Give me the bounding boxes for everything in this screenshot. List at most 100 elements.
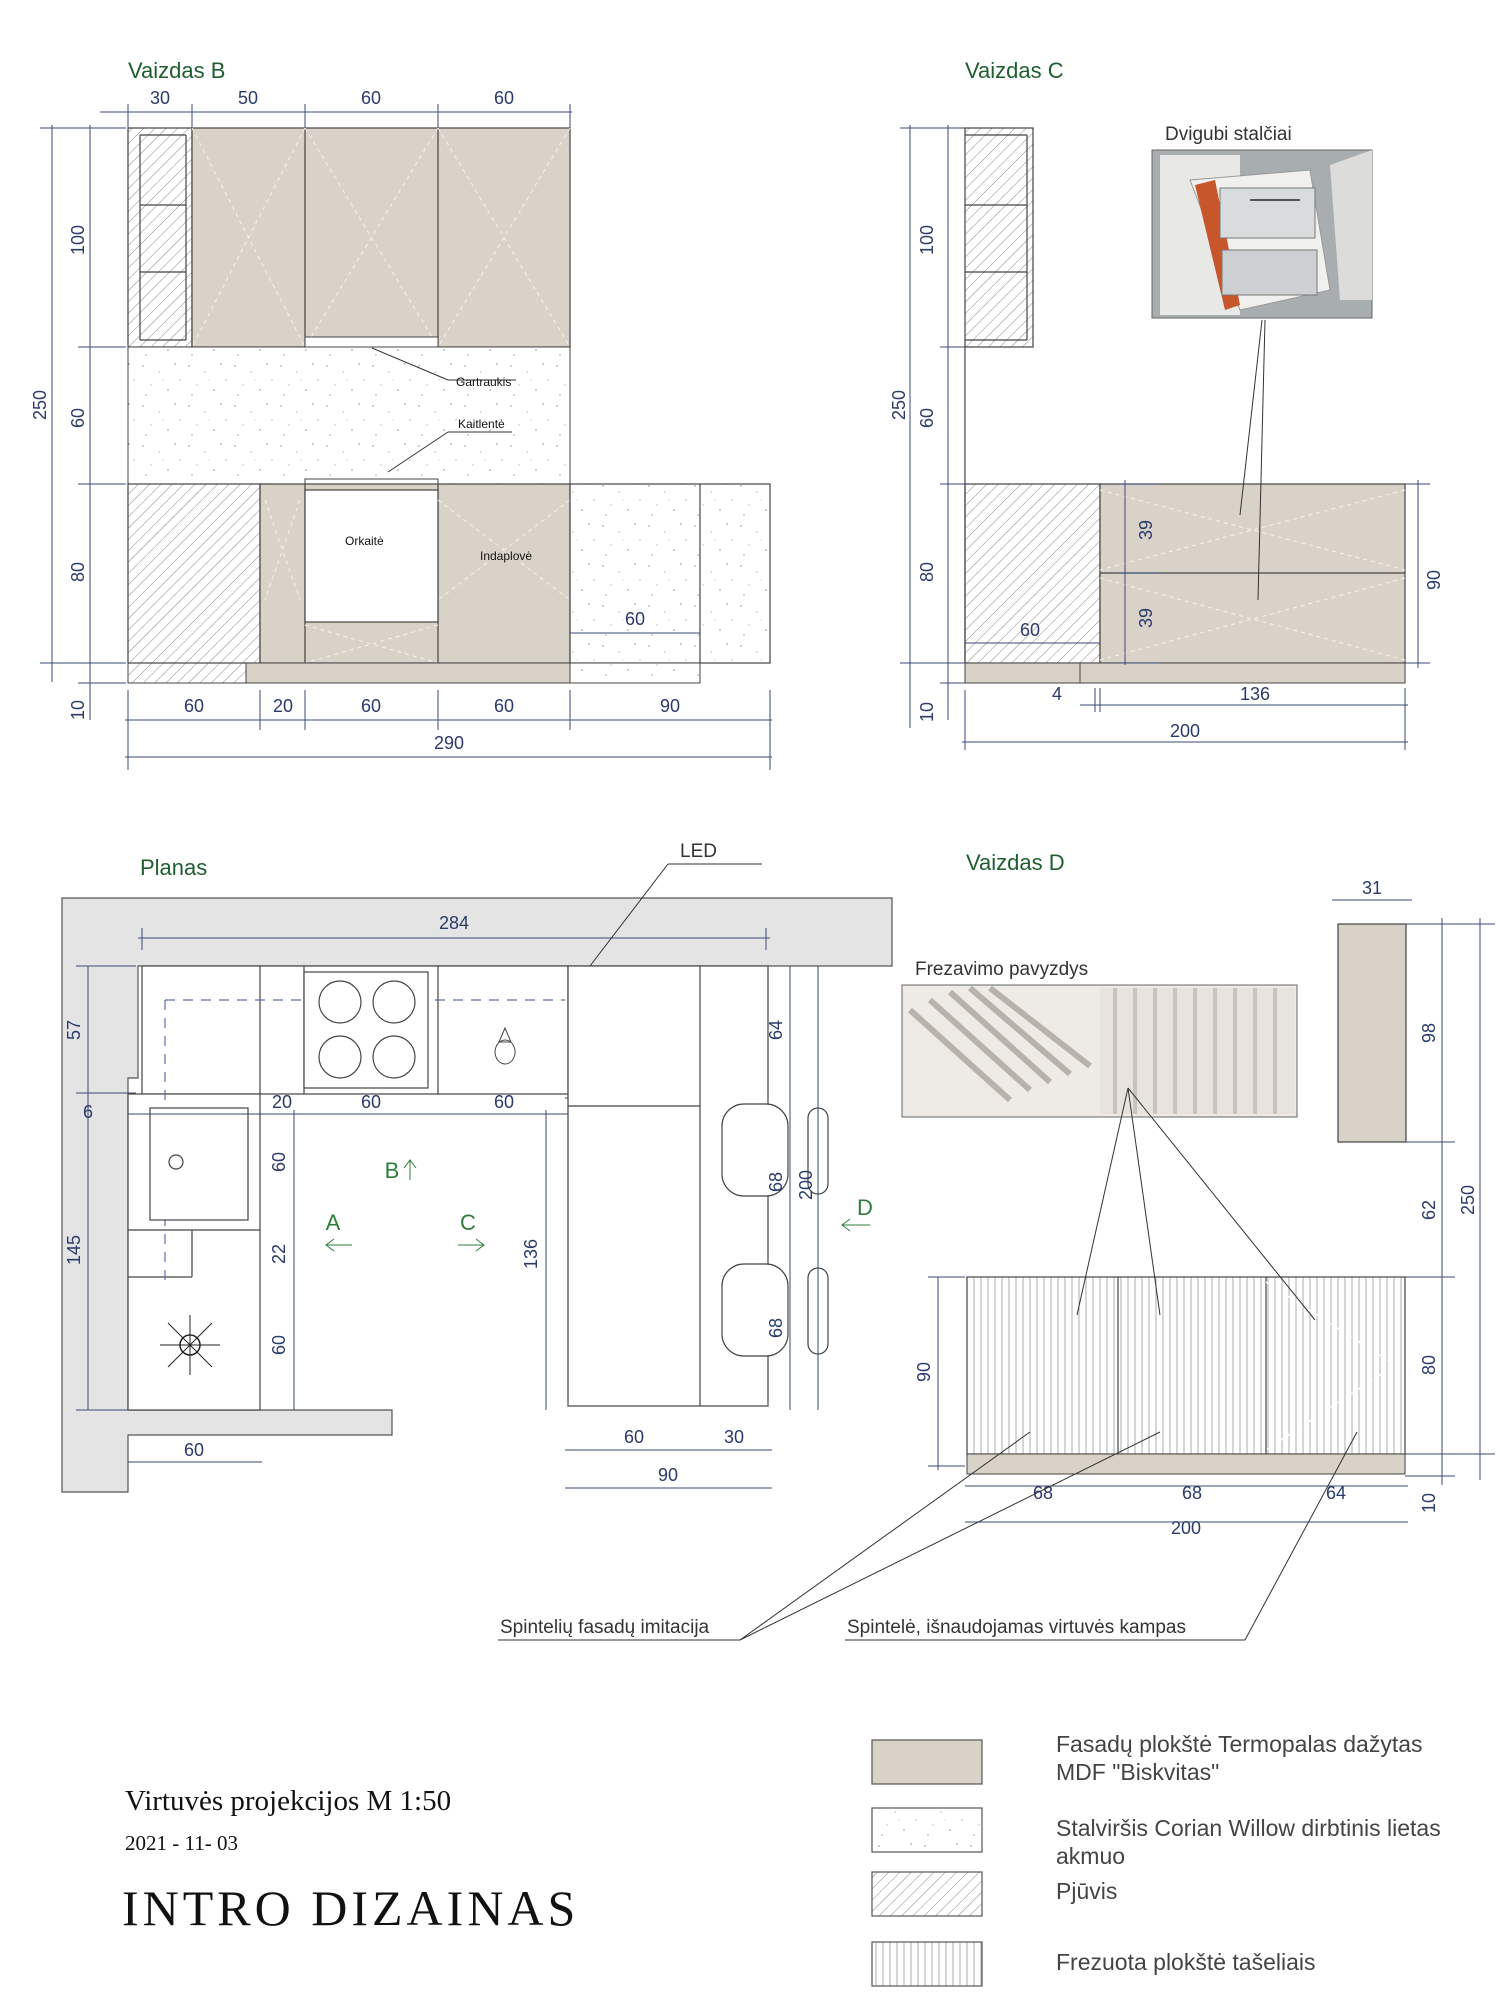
plan-dim-seat-total: 200 — [796, 1170, 816, 1200]
plan-tap-icon — [494, 1026, 516, 1065]
view-c-dim-bottom-1: 4 — [1052, 684, 1062, 704]
view-b-dim-bottom-4: 60 — [494, 696, 514, 716]
legend-slats-line-1: Frezuota plokštė tašeliais — [1056, 1949, 1316, 1975]
view-c-dim-width: 200 — [1170, 721, 1200, 741]
legend-swatch-slats — [871, 1941, 983, 1987]
plan-dim-bottom-left: 60 — [184, 1440, 204, 1460]
view-b-dim-top-3: 60 — [361, 88, 381, 108]
plan-dim-seat-1: 64 — [766, 1020, 786, 1040]
plan-dim-row-3: 60 — [494, 1092, 514, 1112]
view-b-dim-bottom-3: 60 — [361, 696, 381, 716]
view-c-dim-drawer-1: 39 — [1136, 520, 1156, 540]
legend-facade-line-2: MDF "Biskvitas" — [1056, 1759, 1219, 1785]
view-c-dim-drawer-2: 39 — [1136, 608, 1156, 628]
view-d-dim-height: 250 — [1458, 1185, 1478, 1215]
view-b-backsplash — [127, 346, 571, 485]
view-b-dim-bottom-2: 20 — [273, 696, 293, 716]
drawing-title: Virtuvės projekcijos M 1:50 — [125, 1785, 451, 1817]
view-d-dim-right-1: 98 — [1419, 1023, 1439, 1043]
plan-dim-col-1: 60 — [269, 1152, 289, 1172]
plan-view-markers: A B C D — [325, 1158, 873, 1252]
view-d-base-cabinets — [966, 1087, 1406, 1475]
marker-b: B — [385, 1158, 400, 1183]
view-d-tall-panel — [1337, 923, 1407, 1143]
plan-bottom-dimensions: 60 60 30 90 — [128, 1427, 772, 1489]
legend-facade-line-1: Fasadų plokštė Termopalas dažytas — [1056, 1731, 1423, 1757]
plan-dim-bottom-1: 60 — [624, 1427, 644, 1447]
view-c-dim-side-4: 10 — [917, 702, 937, 722]
view-b-oven — [304, 489, 439, 623]
view-b: Vaizdas B 30 50 60 60 250 100 60 8 — [30, 58, 772, 770]
plan-row-dimensions: 20 60 60 4 60 22 60 — [128, 1046, 605, 1410]
view-c-upper-shelf — [964, 127, 1034, 348]
legend-swatch-facade — [871, 1739, 983, 1785]
view-b-dim-height: 250 — [30, 390, 50, 420]
view-b-side-dimensions: 250 100 60 80 10 — [30, 125, 126, 720]
plan-dim-seat-2: 68 — [766, 1172, 786, 1192]
plan-dim-col-3: 60 — [269, 1335, 289, 1355]
marker-c: C — [460, 1210, 476, 1235]
plan-dim-col-2: 22 — [269, 1244, 289, 1264]
plan-dim-island: 136 — [521, 1239, 541, 1269]
view-c-title: Vaizdas C — [965, 58, 1064, 83]
legend-swatch-section — [871, 1871, 983, 1917]
view-c-side-dimensions: 250 100 60 80 10 — [889, 125, 965, 728]
view-d: Vaizdas D Frezavimo pavyzdys 31 — [901, 850, 1495, 1538]
plan-dim-bottom-2: 30 — [724, 1427, 744, 1447]
view-c: Vaizdas C Dvigubi stalčiai 250 100 60 80 — [889, 58, 1444, 750]
view-d-dim-bottom-3: 64 — [1326, 1483, 1346, 1503]
plan-led-label: LED — [680, 841, 717, 862]
view-d-right-dimensions: 98 62 80 10 250 — [1405, 918, 1495, 1513]
view-b-labels: Gartraukis Kaitlentė Orkaitė Indaplovė — [345, 347, 532, 563]
legend-stone-line-1: Stalviršis Corian Willow dirbtinis lieta… — [1056, 1815, 1441, 1841]
view-b-dim-inner: 60 — [625, 609, 645, 629]
plan-sink — [149, 1107, 249, 1221]
view-b-dim-side-1: 100 — [68, 225, 88, 255]
view-b-label-oven: Orkaitė — [345, 534, 384, 548]
view-d-bottom-dimensions: 68 68 64 200 — [965, 1483, 1408, 1538]
view-b-dim-side-2: 60 — [68, 408, 88, 428]
view-b-label-hob: Kaitlentė — [458, 417, 505, 431]
plan-dim-top: 284 — [439, 913, 469, 933]
view-d-dim-left: 90 — [914, 1362, 934, 1382]
plan-left-dimensions: 57 6 145 — [64, 965, 136, 1411]
plan-dim-seat-3: 68 — [766, 1318, 786, 1338]
legend: Fasadų plokštė Termopalas dažytas MDF "B… — [871, 1731, 1441, 1987]
view-d-dim-width: 200 — [1171, 1518, 1201, 1538]
view-b-bottom-dimensions: 60 20 60 60 90 290 — [125, 690, 772, 770]
view-d-dim-right-3: 80 — [1419, 1355, 1439, 1375]
legend-stone-line-2: akmuo — [1056, 1843, 1125, 1869]
view-d-dim-right-2: 62 — [1419, 1200, 1439, 1220]
legend-swatch-stone — [871, 1807, 983, 1853]
view-b-label-dishwasher: Indaplovė — [480, 549, 532, 563]
marker-a: A — [326, 1210, 341, 1235]
view-d-photo-caption: Frezavimo pavyzdys — [915, 959, 1088, 980]
view-b-dim-width: 290 — [434, 733, 464, 753]
view-b-label-hood: Gartraukis — [456, 375, 511, 389]
view-c-dim-height: 250 — [889, 390, 909, 420]
view-b-dim-side-4: 10 — [68, 700, 88, 720]
view-c-dim-side-2: 60 — [917, 408, 937, 428]
view-b-dim-top-4: 60 — [494, 88, 514, 108]
callout-notes: Spintelių fasadų imitacija Spintelė, išn… — [498, 1431, 1358, 1641]
note-corner-cabinet: Spintelė, išnaudojamas virtuvės kampas — [847, 1617, 1186, 1638]
view-c-base: 60 — [964, 319, 1406, 684]
plan-view: Planas 284 LED 57 6 145 — [61, 841, 893, 1493]
drawing-date: 2021 - 11- 03 — [125, 1831, 238, 1855]
view-b-top-dimensions: 30 50 60 60 — [100, 88, 572, 130]
view-c-dim-side-3: 80 — [917, 562, 937, 582]
view-c-dim-inner: 60 — [1020, 620, 1040, 640]
plan-dim-left-2: 6 — [83, 1102, 93, 1122]
view-b-dim-side-3: 80 — [68, 562, 88, 582]
view-b-dim-bottom-5: 90 — [660, 696, 680, 716]
view-c-dim-bottom-2: 136 — [1240, 684, 1270, 704]
title-block: Virtuvės projekcijos M 1:50 2021 - 11- 0… — [122, 1785, 579, 1936]
plan-dim-left-3: 145 — [64, 1235, 84, 1265]
view-b-base-cabinets: 60 — [127, 483, 771, 684]
view-b-dim-bottom-1: 60 — [184, 696, 204, 716]
view-d-title: Vaizdas D — [966, 850, 1065, 875]
view-d-dim-top: 31 — [1362, 878, 1382, 898]
plan-burner-icon — [160, 1315, 220, 1375]
brand-logo: INTRO DIZAINAS — [122, 1880, 579, 1936]
